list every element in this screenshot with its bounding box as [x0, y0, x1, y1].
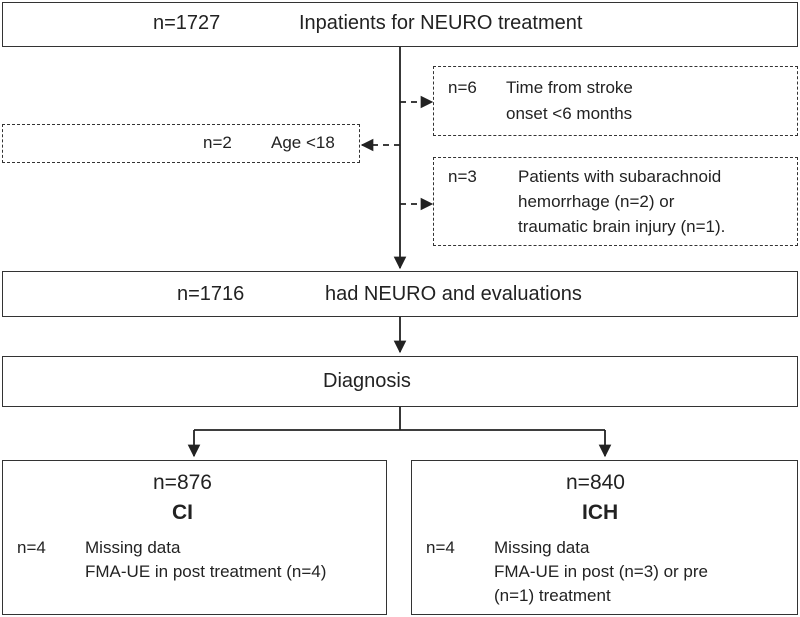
ich-box: n=840 ICH n=4 Missing data FMA-UE in pos…: [411, 460, 798, 615]
age-exclusion-count: n=2: [203, 133, 232, 152]
ci-missing-count: n=4: [17, 538, 46, 557]
inpatients-box: n=1727 Inpatients for NEURO treatment: [2, 2, 798, 47]
evaluated-box: n=1716 had NEURO and evaluations: [2, 271, 798, 317]
sah-exclusion-line3: traumatic brain injury (n=1).: [518, 217, 726, 236]
ci-count: n=876: [153, 471, 212, 494]
sah-exclusion-box: n=3 Patients with subarachnoid hemorrhag…: [433, 157, 798, 246]
ich-missing-count: n=4: [426, 538, 455, 557]
evaluated-count: n=1716: [177, 283, 245, 305]
sah-exclusion-line1: Patients with subarachnoid: [518, 167, 722, 186]
sah-exclusion-count: n=3: [448, 167, 477, 186]
onset-exclusion-count: n=6: [448, 78, 477, 97]
age-exclusion-label: Age <18: [271, 133, 335, 152]
ci-missing-detail: FMA-UE in post treatment (n=4): [85, 562, 327, 581]
ci-label: CI: [172, 501, 193, 524]
ci-missing-title: Missing data: [85, 538, 181, 557]
ci-box: n=876 CI n=4 Missing data FMA-UE in post…: [2, 460, 387, 615]
onset-exclusion-line1: Time from stroke: [506, 78, 633, 97]
evaluated-label: had NEURO and evaluations: [325, 283, 582, 305]
sah-exclusion-line2: hemorrhage (n=2) or: [518, 192, 675, 211]
onset-exclusion-line2: onset <6 months: [506, 104, 633, 123]
ich-missing-detail-2: (n=1) treatment: [494, 586, 611, 605]
diagnosis-label: Diagnosis: [323, 370, 411, 392]
ich-missing-detail-1: FMA-UE in post (n=3) or pre: [494, 562, 708, 581]
age-exclusion-box: n=2 Age <18: [2, 124, 360, 163]
onset-exclusion-box: n=6 Time from stroke onset <6 months: [433, 66, 798, 136]
inpatients-label: Inpatients for NEURO treatment: [299, 12, 583, 34]
diagnosis-box: Diagnosis: [2, 356, 798, 407]
ich-label: ICH: [582, 501, 619, 524]
ich-count: n=840: [566, 471, 625, 494]
inpatients-count: n=1727: [153, 12, 221, 34]
ich-missing-title: Missing data: [494, 538, 590, 557]
